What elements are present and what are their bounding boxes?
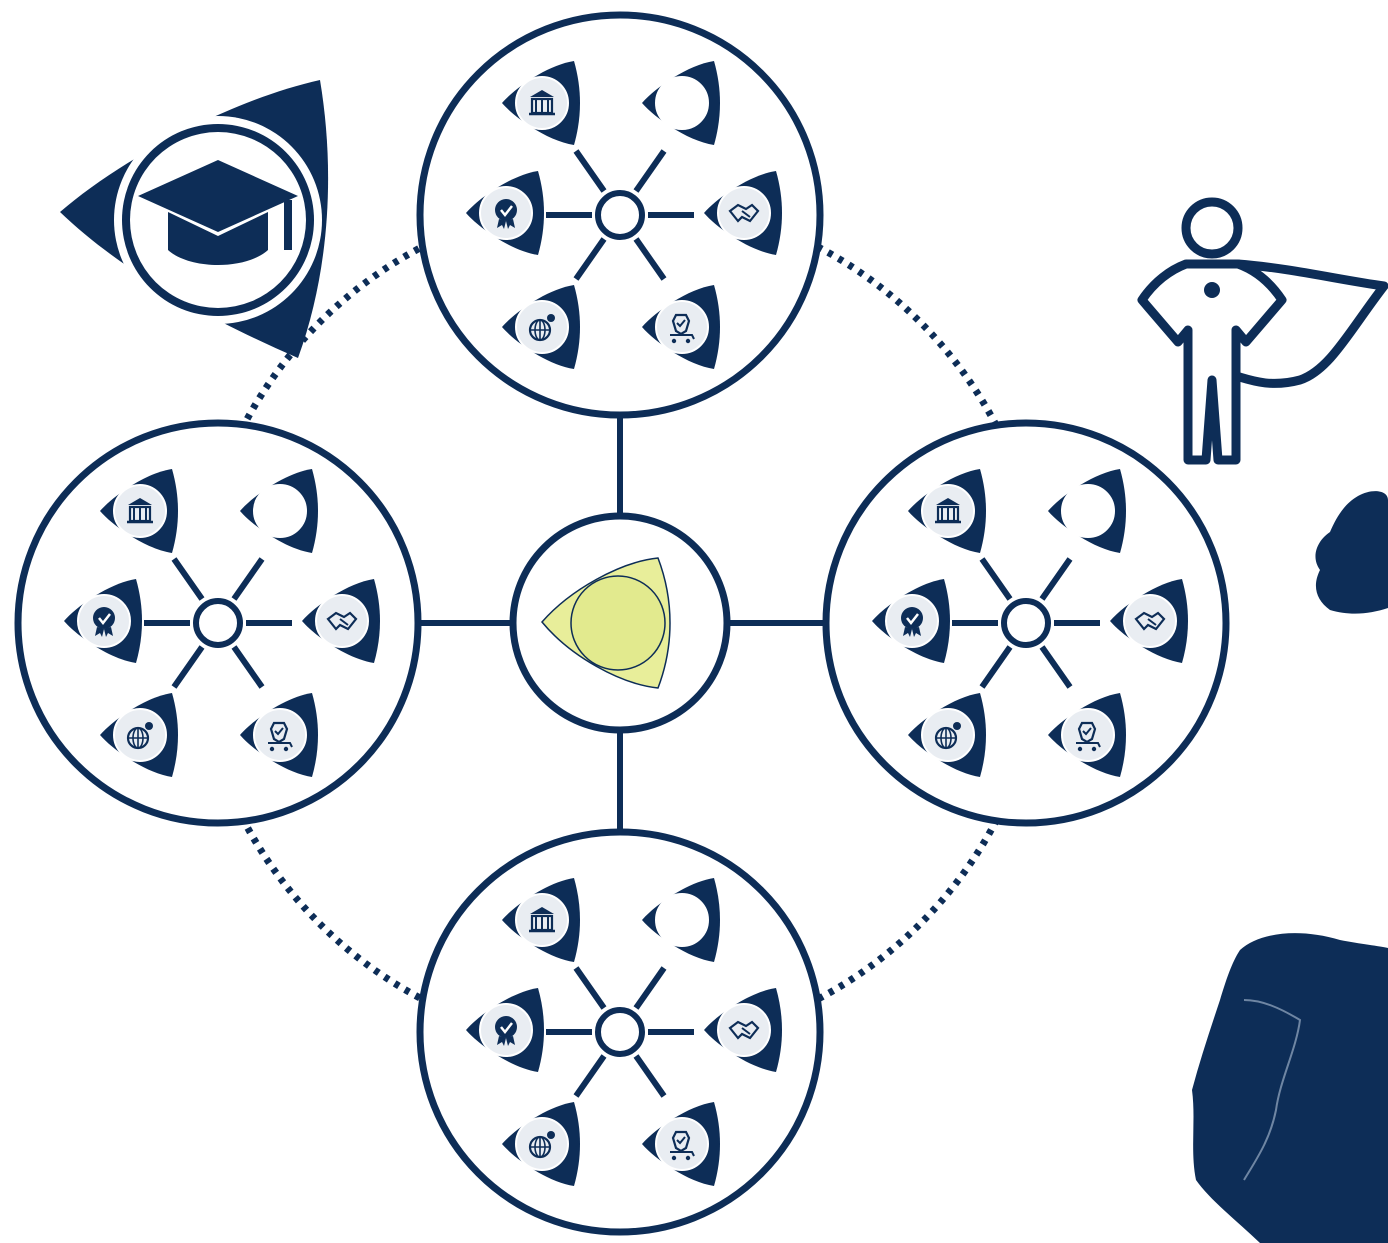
hub-spokes [144,557,292,689]
globe-network-icon [908,693,986,777]
empty-circle-icon [642,878,720,962]
handshake-icon [704,171,782,255]
empty-circle-icon [642,61,720,145]
hub-spokes [546,149,694,281]
shield-cart-icon [240,693,318,777]
handshake-icon [302,579,380,663]
globe-network-icon [100,693,178,777]
quality-badge-icon [872,579,950,663]
hub-spokes [952,557,1100,689]
hub-core-ring [1001,598,1051,648]
bank-building-icon [502,878,580,962]
graduation-cap-icon [60,80,329,358]
handshake-icon [1110,579,1188,663]
bank-building-icon [100,469,178,553]
empty-circle-icon [240,469,318,553]
hub-node-left [14,419,422,827]
globe-network-icon [502,1102,580,1186]
hub-node-bottom [416,828,824,1236]
iberia-map-icon [1192,933,1388,1243]
handshake-icon [704,988,782,1072]
globe-network-icon [502,285,580,369]
quality-badge-icon [64,579,142,663]
hub-node-top [416,11,824,419]
bank-building-icon [908,469,986,553]
shield-cart-icon [1048,693,1126,777]
superhero-icon [1137,197,1388,465]
empty-circle-icon [1048,469,1126,553]
hub-spokes [546,966,694,1098]
hub-core-ring [595,1007,645,1057]
center-node [509,512,731,734]
hub-node-right [822,419,1230,827]
quality-badge-icon [466,171,544,255]
bank-building-icon [502,61,580,145]
ireland-map-icon [1315,491,1388,614]
hub-core-ring [193,598,243,648]
center-connectors [418,410,826,834]
shield-cart-icon [642,285,720,369]
hub-core-ring [595,190,645,240]
quality-badge-icon [466,988,544,1072]
shield-cart-icon [642,1102,720,1186]
